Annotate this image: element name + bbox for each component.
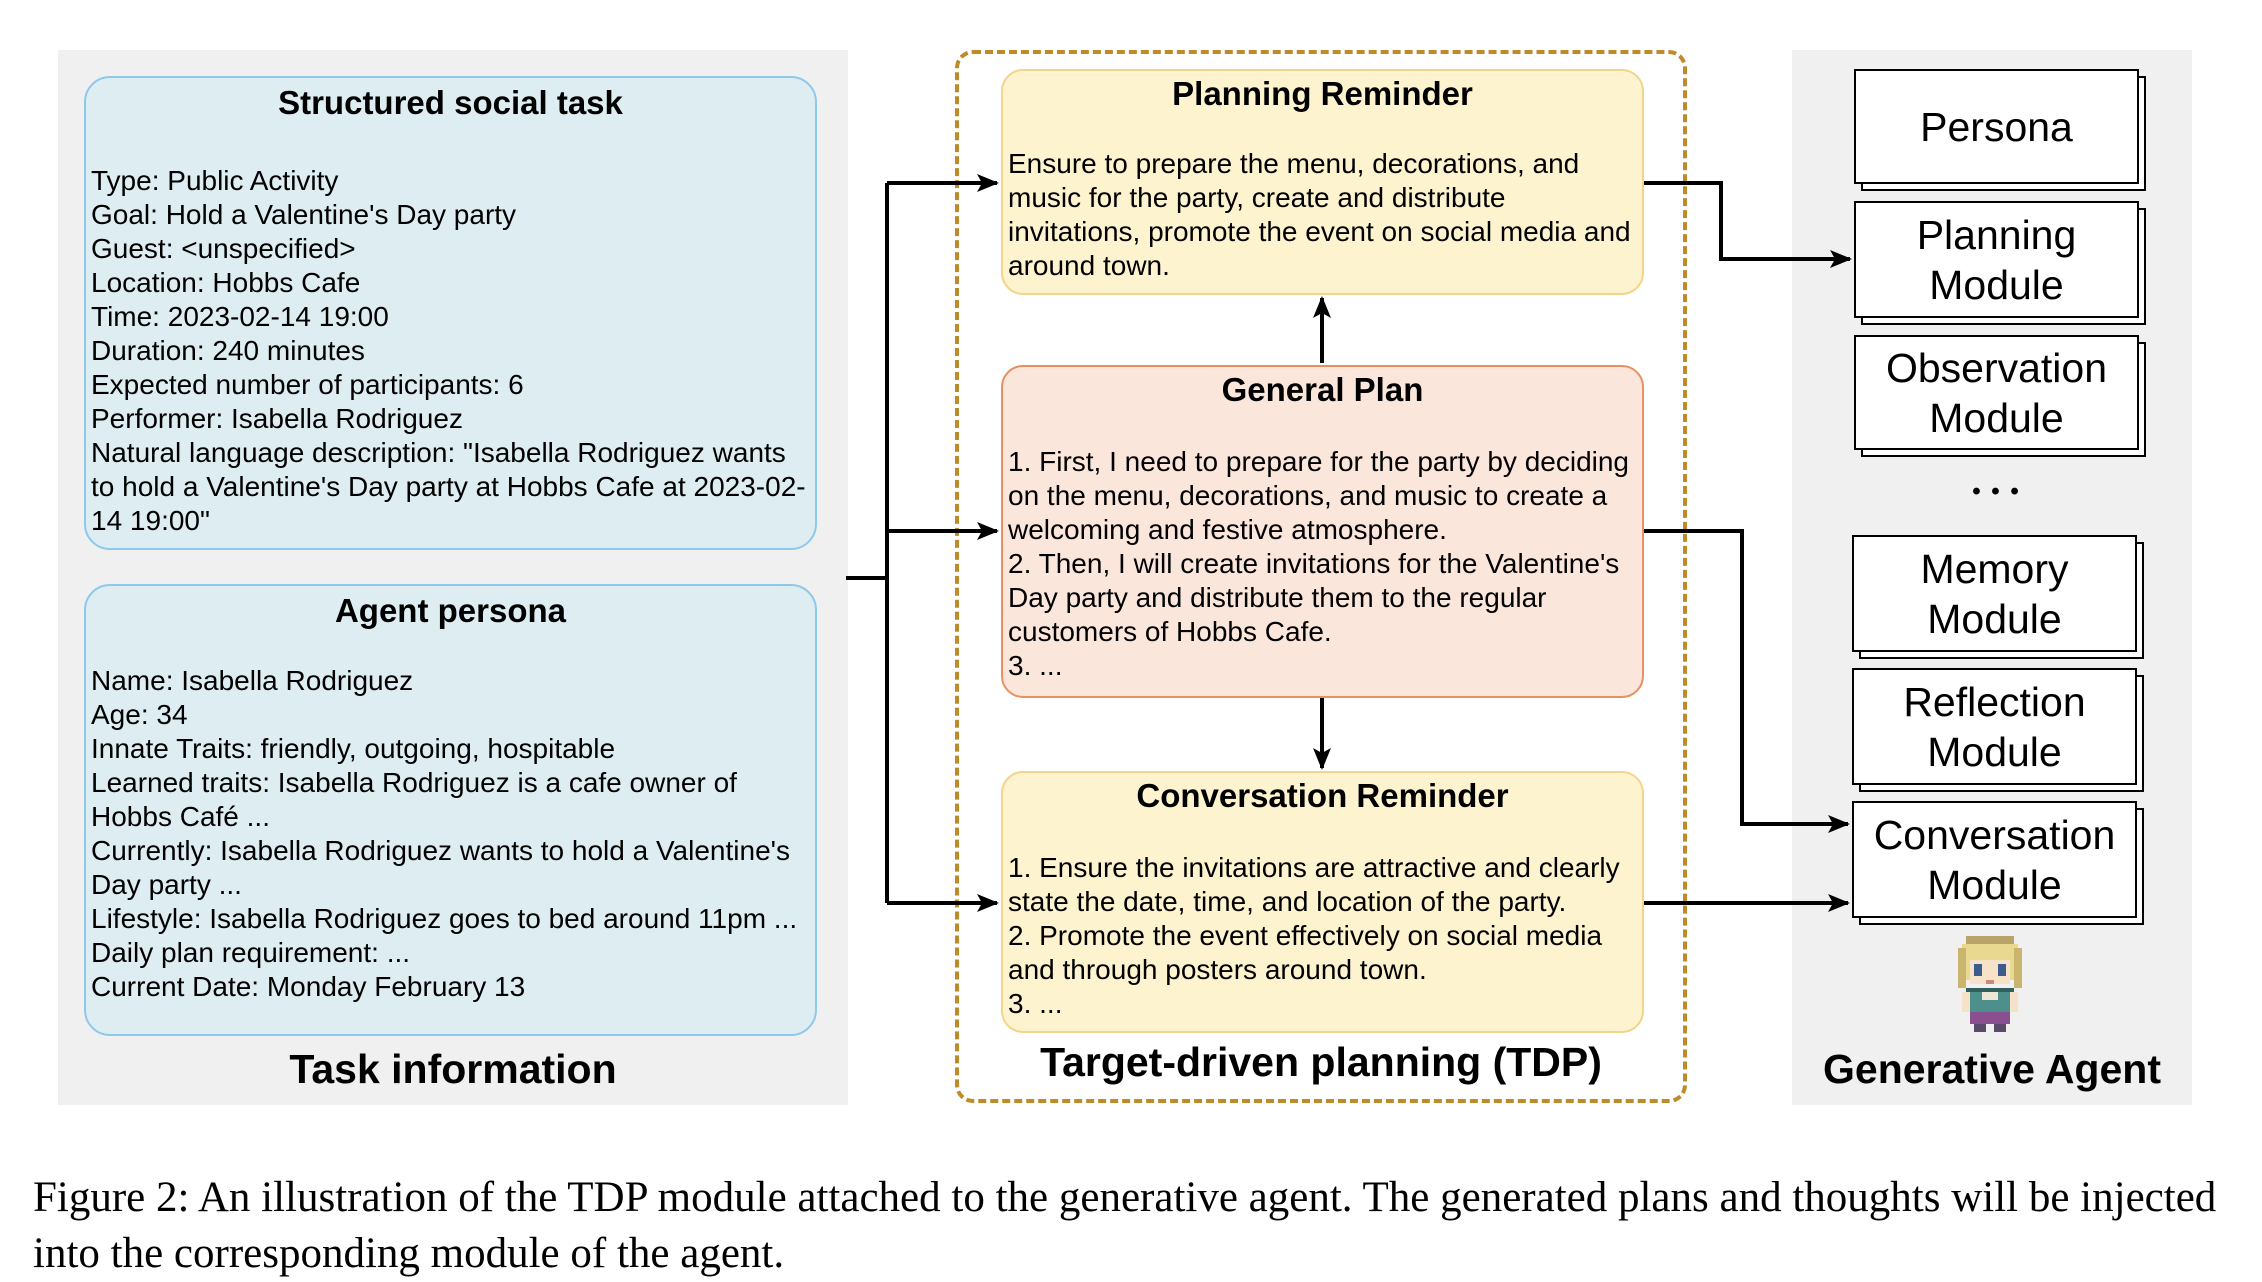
planning-reminder-title: Planning Reminder [1172, 75, 1473, 112]
persona-line: Current Date: Monday February 13 [91, 971, 526, 1002]
conversation-reminder-text: 1. Ensure the invitations are attractive… [1008, 852, 1620, 1019]
persona-line: Currently: Isabella Rodriguez wants to h… [91, 835, 790, 900]
general-plan-box: General Plan 1. First, I need to prepare… [1001, 365, 1644, 698]
agent-avatar-icon [1958, 936, 2022, 1032]
structured-task-line: Expected number of participants: 6 [91, 369, 524, 400]
structured-task-line: Time: 2023-02-14 19:00 [91, 301, 389, 332]
task-to-tdp-trunk [846, 183, 889, 903]
persona-line: Lifestyle: Isabella Rodriguez goes to be… [91, 903, 798, 934]
generative-agent-label: Generative Agent [1823, 1046, 2161, 1092]
persona-line: Name: Isabella Rodriguez [91, 665, 414, 696]
agent-persona-title: Agent persona [334, 592, 567, 629]
conversation-reminder-title: Conversation Reminder [1136, 777, 1509, 814]
general-plan-text: 1. First, I need to prepare for the part… [1008, 446, 1630, 681]
structured-task-line: Natural language description: "Isabella … [91, 437, 806, 536]
arrow-general-plan-to-conversation-module [1644, 529, 1850, 833]
memory-module: Memory Module [1852, 535, 2137, 652]
persona-module: Persona [1854, 69, 2139, 184]
tdp-label: Target-driven planning (TDP) [1040, 1039, 1602, 1085]
conversation-module: Conversation Module [1852, 801, 2137, 918]
reflection-module: Reflection Module [1852, 668, 2137, 785]
structured-task-line: Type: Public Activity [91, 165, 339, 196]
planning-module: Planning Module [1854, 201, 2139, 318]
persona-line: Daily plan requirement: ... [91, 937, 411, 968]
structured-social-task-box: Structured social task Type: Public Acti… [84, 76, 817, 550]
structured-task-line: Location: Hobbs Cafe [91, 267, 361, 298]
task-information-label: Task information [289, 1046, 617, 1092]
planning-reminder-box: Planning Reminder Ensure to prepare the … [1001, 69, 1644, 295]
structured-task-line: Guest: <unspecified> [91, 233, 356, 264]
more-modules-ellipsis: • • • [1972, 478, 2021, 505]
structured-task-line: Performer: Isabella Rodriguez [91, 403, 463, 434]
conversation-reminder-box: Conversation Reminder 1. Ensure the invi… [1001, 771, 1644, 1033]
structured-task-line: Duration: 240 minutes [91, 335, 365, 366]
persona-line: Age: 34 [91, 699, 188, 730]
tdp-panel-border [955, 50, 1687, 1103]
persona-line: Innate Traits: friendly, outgoing, hospi… [91, 733, 616, 764]
structured-task-line: Goal: Hold a Valentine's Day party [91, 199, 517, 230]
persona-line: Learned traits: Isabella Rodriguez is a … [91, 767, 737, 832]
general-plan-title: General Plan [1221, 371, 1424, 408]
figure-caption: Figure 2: An illustration of the TDP mod… [33, 1174, 2217, 1277]
arrow-planning-reminder-to-planning-module [1644, 181, 1852, 268]
planning-reminder-text: Ensure to prepare the menu, decorations,… [1008, 148, 1631, 281]
observation-module: Observation Module [1854, 335, 2139, 450]
structured-social-task-title: Structured social task [278, 84, 623, 121]
